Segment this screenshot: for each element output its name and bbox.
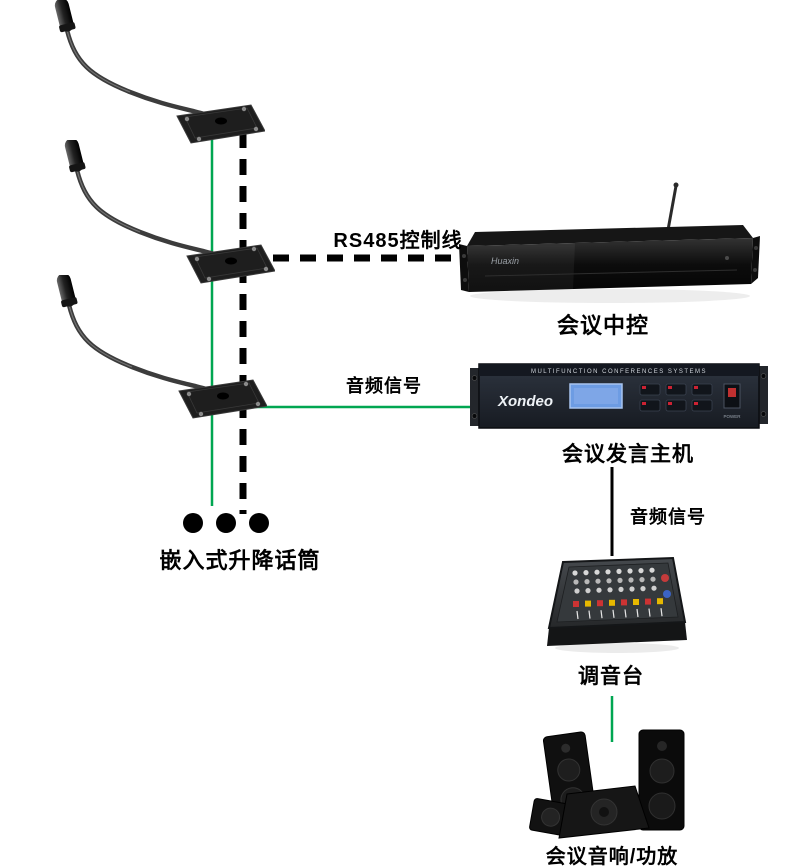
mixer-buttons[interactable] xyxy=(573,598,663,607)
mic-base-plate xyxy=(186,244,276,284)
speaker-tower-right xyxy=(638,729,685,831)
power-led-icon xyxy=(725,256,729,260)
label-mixer: 调音台 xyxy=(578,665,644,688)
speakers-graphic xyxy=(529,729,685,839)
central-control-brand: Huaxin xyxy=(491,256,519,266)
label-central-control: 会议中控 xyxy=(556,313,650,338)
label-microphones: 嵌入式升降话筒 xyxy=(159,548,321,573)
power-label: POWER xyxy=(723,414,741,419)
microphone-graphic xyxy=(56,273,268,419)
device-central-control: Huaxin xyxy=(455,178,760,306)
microphone-graphic xyxy=(54,0,266,144)
gooseneck-microphone-2 xyxy=(45,138,276,290)
mic-capsule xyxy=(54,0,76,33)
label-audio-signal-mixer: 音频信号 xyxy=(630,507,706,527)
mic-base-plate xyxy=(176,104,266,144)
microphone-graphic xyxy=(64,138,276,284)
host-brand: Xondeo xyxy=(497,393,553,410)
conference-host-graphic: MULTIFUNCTION CONFERENCES SYSTEMS Xondeo… xyxy=(470,363,768,429)
rack-ear-right xyxy=(759,366,768,424)
label-rs485-line: RS485控制线 xyxy=(333,230,463,252)
gooseneck-microphone-3 xyxy=(37,273,268,425)
mic-capsule xyxy=(56,273,78,308)
gooseneck-microphone-1 xyxy=(35,0,266,150)
device-mixer xyxy=(533,548,698,660)
device-conference-host: MULTIFUNCTION CONFERENCES SYSTEMS Xondeo… xyxy=(470,362,768,434)
host-buttons[interactable] xyxy=(639,383,713,412)
mic-capsule xyxy=(64,138,86,173)
label-conference-host: 会议发言主机 xyxy=(562,443,694,466)
mixer-graphic xyxy=(547,556,687,653)
label-speakers: 会议音响/功放 xyxy=(545,846,679,868)
speaker-monitor-front xyxy=(558,785,650,839)
device-speakers xyxy=(515,726,710,844)
ellipsis-dots xyxy=(183,513,269,533)
mixer-knobs[interactable] xyxy=(572,567,671,598)
central-control-graphic: Huaxin xyxy=(459,182,760,303)
antenna-icon xyxy=(666,185,678,231)
mixer-faders[interactable] xyxy=(576,608,663,620)
rack-ear-left xyxy=(470,368,479,426)
label-audio-signal-host: 音频信号 xyxy=(346,376,422,396)
host-panel-header: MULTIFUNCTION CONFERENCES SYSTEMS xyxy=(531,369,707,375)
power-switch[interactable] xyxy=(723,383,741,409)
